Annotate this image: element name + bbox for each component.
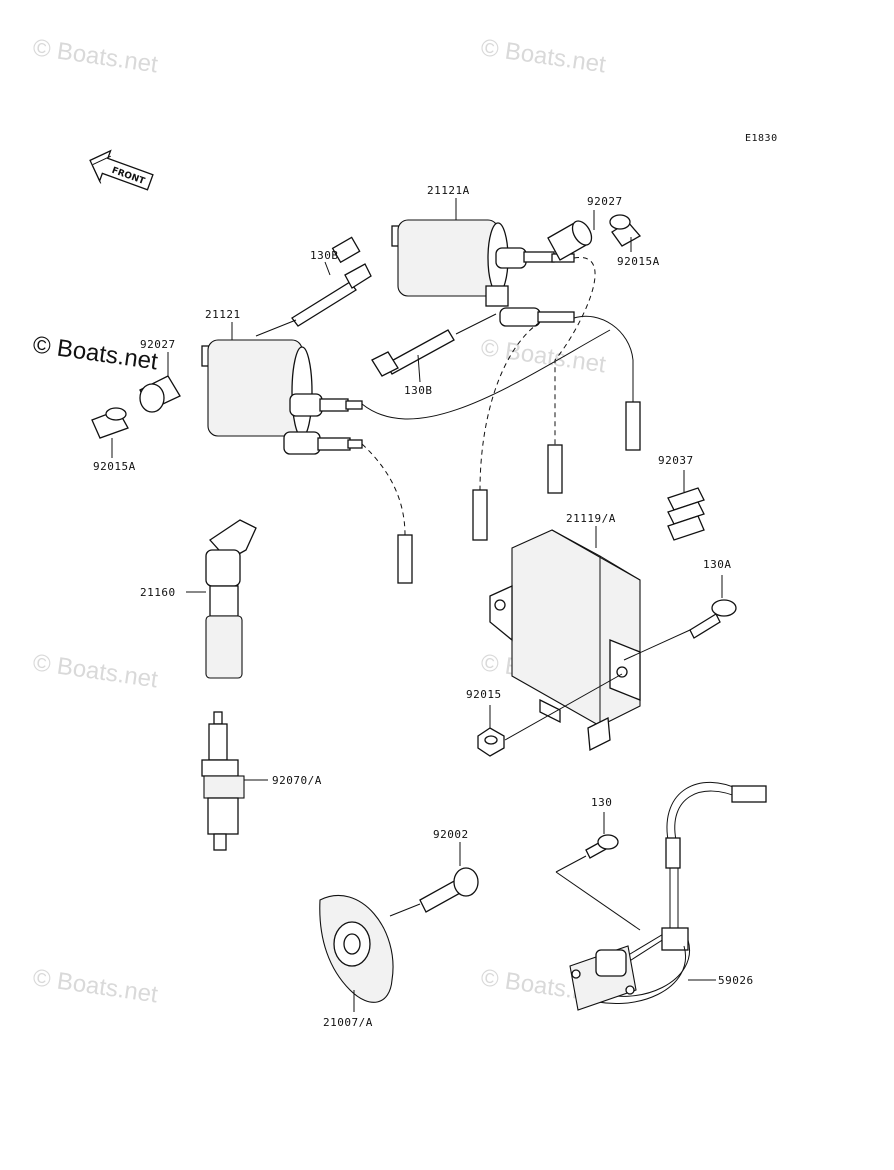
label-21160: 21160 [140, 586, 176, 599]
plug-cap-21160 [205, 519, 257, 679]
ignition-coil [201, 339, 363, 455]
label-92027-right: 92027 [587, 195, 623, 208]
watermark: © Boats.net [31, 964, 160, 1008]
bolt-130 [585, 834, 619, 859]
bolt-92002 [419, 867, 479, 913]
label-130a: 130A [703, 558, 732, 571]
bolt-130a [689, 599, 737, 639]
rotor-21007 [319, 894, 394, 1003]
label-21119: 21119/A [566, 512, 616, 525]
label-92070: 92070/A [272, 774, 322, 787]
nut-92015 [477, 727, 505, 757]
label-130b-mid: 130B [404, 384, 433, 397]
label-92002: 92002 [433, 828, 469, 841]
label-92027-left: 92027 [140, 338, 176, 351]
watermark: © Boats.net [479, 34, 608, 78]
label-21007: 21007/A [323, 1016, 373, 1029]
spark-plug-92070 [201, 711, 245, 851]
wire-terminal [547, 444, 563, 494]
watermark: © Boats.net [31, 34, 160, 78]
label-130: 130 [591, 796, 612, 809]
front-arrow-icon: FRONT [89, 149, 154, 191]
watermark: © Boats.net [31, 649, 160, 693]
watermark: © Boats.net [479, 334, 608, 378]
grommet-92027-right [547, 220, 593, 261]
bolt-130b-mid [371, 329, 455, 377]
label-92015a-right: 92015A [617, 255, 660, 268]
ignition-coil-a [391, 219, 575, 327]
label-92015a-left: 92015A [93, 460, 136, 473]
collar-92015a-left [91, 407, 129, 439]
bolt-130b-top [291, 236, 372, 327]
label-92015: 92015 [466, 688, 502, 701]
label-21121: 21121 [205, 308, 241, 321]
label-59026: 59026 [718, 974, 754, 987]
pickup-coil-59026 [569, 781, 767, 1011]
igniter-21119 [489, 529, 641, 752]
label-130b-top: 130B [310, 249, 339, 262]
clamp-92037 [667, 487, 705, 541]
label-92037: 92037 [658, 454, 694, 467]
grommet-92027-left [139, 375, 181, 413]
wire-terminal [472, 489, 488, 541]
collar-92015a-right [609, 214, 642, 247]
diagram-code: E1830 [745, 133, 778, 144]
wire-terminal [625, 401, 641, 451]
watermark-group: © Boats.net © Boats.net © Boats.net © Bo… [31, 34, 608, 1008]
label-21121a: 21121A [427, 184, 470, 197]
wire-terminal [397, 534, 413, 584]
